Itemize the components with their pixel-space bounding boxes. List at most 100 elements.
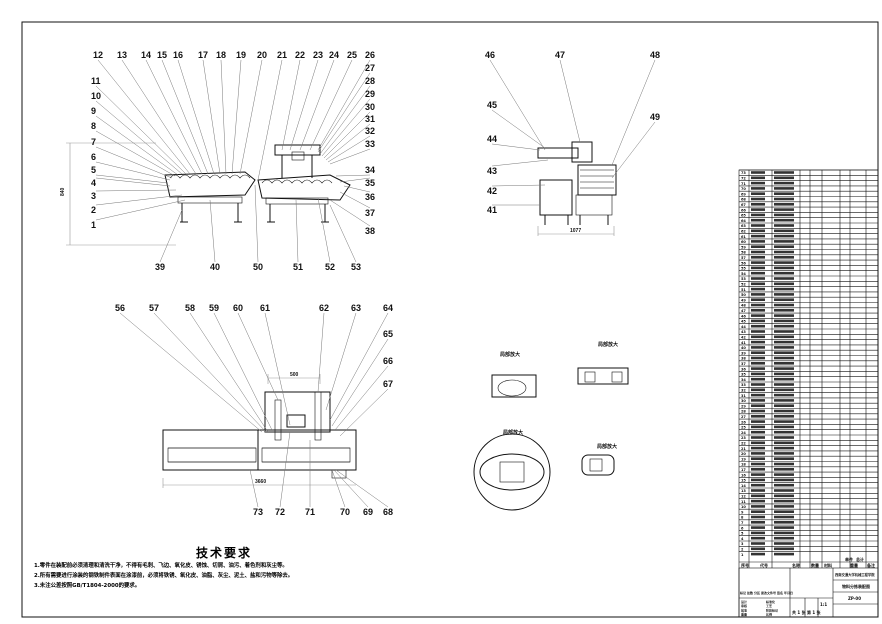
leader-line: [339, 191, 371, 209]
parts-row-number: 65: [741, 214, 746, 218]
parts-row-number: 64: [741, 219, 746, 223]
row-code: [751, 521, 765, 524]
balloon-27: 27: [365, 63, 375, 73]
parts-row-number: 31: [741, 394, 746, 398]
row-code: [751, 203, 765, 206]
hdr-no: 序号: [740, 562, 749, 568]
parts-row-number: 4: [741, 537, 744, 541]
row-name: [774, 298, 794, 301]
row-code: [751, 287, 765, 291]
balloon-40: 40: [210, 262, 220, 272]
row-code: [751, 404, 765, 407]
row-code: [751, 330, 765, 333]
row-code: [751, 547, 765, 551]
balloon-53: 53: [351, 262, 361, 272]
balloon-43: 43: [487, 166, 497, 176]
tech-item: 3.未注公差按照GB/T1804-2000的要求。: [34, 583, 141, 589]
parts-row-number: 10: [741, 505, 746, 509]
row-code: [751, 261, 765, 264]
dim-top-width: 3660: [255, 479, 266, 485]
row-code: [751, 542, 765, 545]
front-view: 840: [60, 142, 351, 246]
row-name: [774, 287, 794, 291]
row-code: [751, 187, 765, 190]
leader-line: [327, 135, 371, 163]
parts-row-number: 46: [741, 314, 746, 318]
dim-front-height: 840: [60, 187, 66, 196]
parts-row-number: 44: [741, 325, 746, 329]
leader-line: [257, 59, 283, 181]
title-block-label: 工艺: [766, 603, 772, 608]
row-code: [751, 319, 765, 323]
parts-row-number: 8: [741, 516, 744, 520]
title-block-label: 标准化: [765, 599, 775, 604]
balloon-26: 26: [365, 50, 375, 60]
parts-row-number: 27: [741, 415, 746, 419]
parts-row-number: 62: [741, 230, 746, 234]
balloon-23: 23: [313, 50, 323, 60]
detail-views: 局部放大 局部放大 局部放大 局部放大: [473, 341, 629, 511]
row-name: [774, 314, 794, 317]
title-block-label: 比例: [766, 612, 772, 617]
parts-row-number: 26: [741, 420, 746, 424]
parts-row-number: 60: [741, 240, 746, 244]
title-block-label: 年月日: [784, 590, 793, 595]
row-name: [774, 409, 794, 413]
row-code: [751, 256, 765, 259]
balloon-61: 61: [260, 303, 270, 313]
row-code: [751, 335, 765, 339]
balloon-48: 48: [650, 50, 660, 60]
leader-line: [95, 189, 177, 192]
parts-row-number: 39: [741, 351, 746, 355]
row-name: [774, 420, 794, 423]
row-name: [774, 367, 794, 370]
row-code: [751, 234, 765, 238]
row-name: [774, 324, 794, 328]
tech-item: 2.所有需要进行涂装的钢铁制件表面在涂漆前，必须将铁锈、氧化皮、油脂、灰尘、泥土…: [34, 573, 294, 579]
balloon-32: 32: [365, 126, 375, 136]
row-name: [774, 224, 794, 227]
row-code: [751, 441, 765, 445]
detail-label: 局部放大: [499, 351, 520, 358]
row-name: [774, 240, 794, 243]
row-code: [751, 505, 765, 508]
leader-line: [333, 469, 369, 508]
row-code: [751, 324, 765, 328]
row-name: [774, 293, 794, 296]
row-code: [751, 271, 765, 275]
parts-row-number: 9: [741, 510, 744, 514]
row-code: [751, 425, 765, 429]
balloon-9: 9: [91, 106, 96, 116]
parts-row-number: 51: [741, 288, 746, 292]
row-code: [751, 462, 765, 466]
balloon-30: 30: [365, 102, 375, 112]
parts-row-number: 37: [741, 362, 746, 366]
row-code: [751, 266, 765, 270]
row-code: [751, 282, 765, 286]
row-name: [774, 521, 794, 524]
parts-row-number: 1: [741, 553, 744, 557]
row-code: [751, 420, 765, 423]
row-code: [751, 372, 765, 376]
row-name: [774, 510, 794, 513]
parts-row-number: 66: [741, 208, 746, 212]
leader-line: [491, 159, 549, 167]
leader-line: [325, 123, 371, 161]
row-code: [751, 229, 765, 233]
leader-line: [343, 185, 371, 193]
leader-line: [97, 59, 191, 175]
row-name: [774, 526, 794, 529]
balloon-6: 6: [91, 152, 96, 162]
row-code: [751, 303, 765, 307]
parts-row-number: 19: [741, 457, 746, 461]
parts-row-number: 48: [741, 304, 746, 308]
balloon-37: 37: [365, 208, 375, 218]
balloon-33: 33: [365, 139, 375, 149]
parts-row-number: 20: [741, 452, 746, 456]
leader-line: [491, 143, 541, 151]
leader-line: [339, 177, 371, 183]
balloon-45: 45: [487, 100, 497, 110]
row-name: [774, 399, 794, 402]
leader-line: [491, 109, 546, 149]
